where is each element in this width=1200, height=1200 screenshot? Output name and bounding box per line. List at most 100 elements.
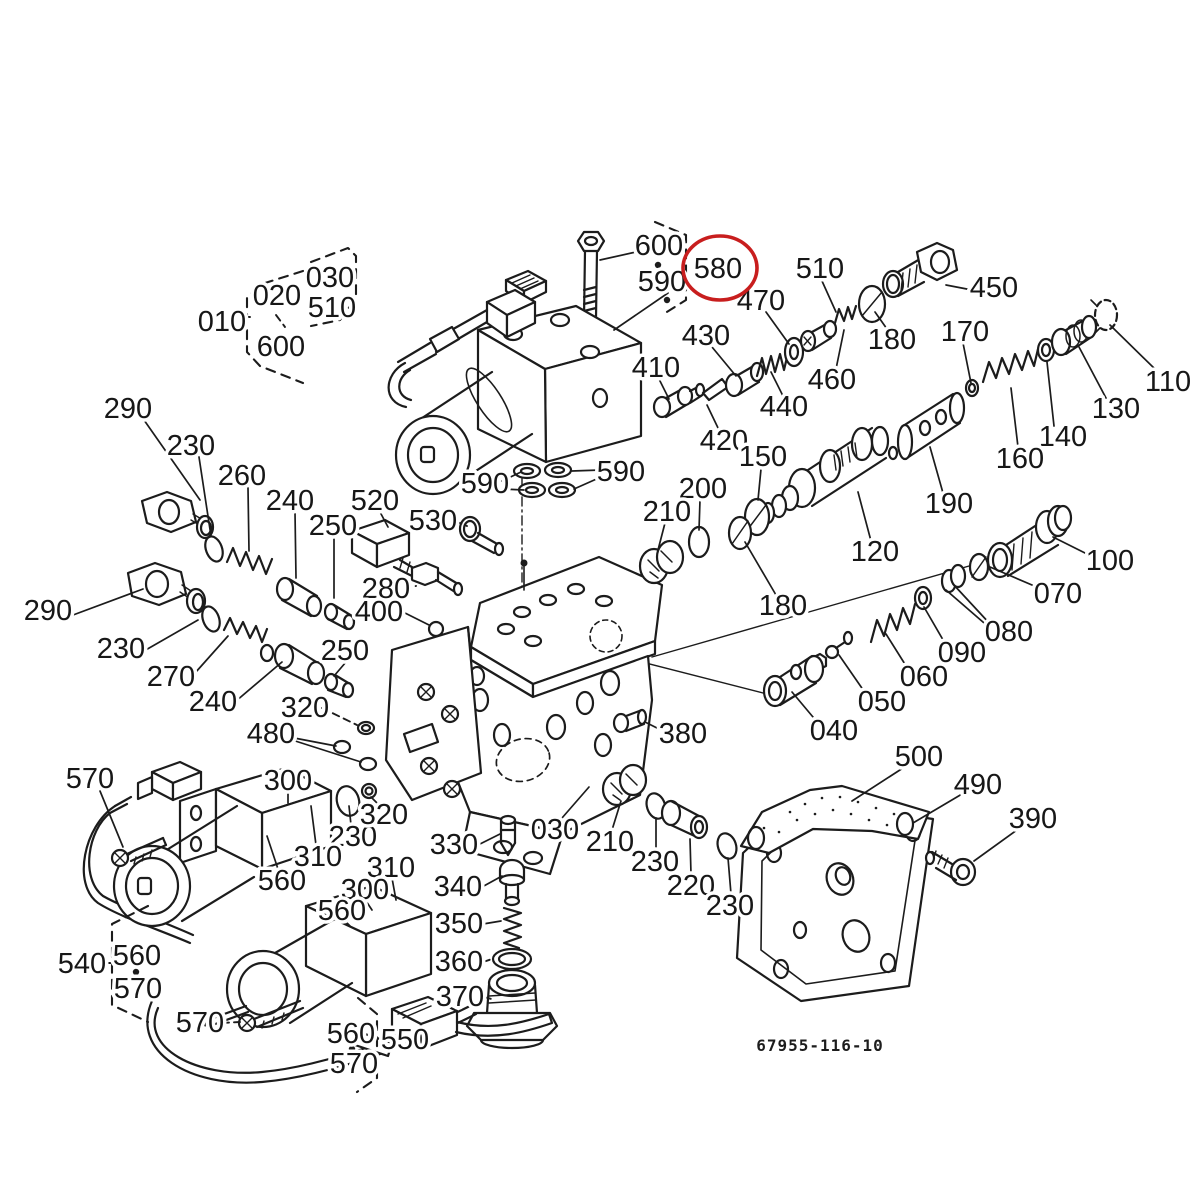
leader-line [923, 606, 947, 646]
part-label: 500 [895, 741, 943, 773]
leader-line [929, 446, 944, 494]
cartridge-chain-upper-shape [652, 241, 959, 419]
part-label: 340 [434, 871, 482, 903]
plug-column-shape [465, 814, 559, 1050]
leader-line [698, 499, 701, 531]
leader-line [143, 419, 201, 501]
part-label: 600 [257, 331, 305, 363]
part-label: 210 [643, 496, 691, 528]
part-label: 130 [1092, 393, 1140, 425]
leader-line [571, 469, 602, 472]
gasket-stipple [762, 795, 896, 834]
leader-line [348, 805, 352, 826]
group-bracket [653, 220, 688, 317]
leader-line [821, 280, 837, 313]
part-label: 210 [586, 826, 634, 858]
part-label: 290 [104, 393, 152, 425]
part-label: 200 [679, 473, 727, 505]
leader-line [857, 491, 872, 542]
leader-line [973, 829, 1018, 862]
part-label: 330 [430, 829, 478, 861]
leader-line [1010, 387, 1019, 448]
part-label: 030 [531, 814, 579, 846]
leader-line [711, 346, 737, 377]
part-label: 590 [638, 266, 686, 298]
dashed-leader-line [483, 996, 496, 1001]
leader-line [288, 736, 337, 747]
leader-line [344, 920, 351, 927]
part-label: 030 [306, 262, 354, 294]
part-label: 040 [810, 715, 858, 747]
main-valve-body-shape [384, 555, 664, 876]
part-label: 590 [597, 456, 645, 488]
part-label: 350 [435, 908, 483, 940]
part-label: 310 [367, 852, 415, 884]
part-label: 390 [1009, 803, 1057, 835]
part-label: 480 [247, 718, 295, 750]
leader-line [186, 635, 229, 683]
dashed-leader-line [454, 520, 468, 527]
part-label: 290 [24, 595, 72, 627]
leader-lines [64, 251, 1158, 1041]
part-label: 270 [147, 661, 195, 693]
part-label: 120 [851, 536, 899, 568]
part-label: 280 [362, 573, 410, 605]
leader-line [599, 251, 637, 261]
dashed-leader-line [221, 1021, 241, 1024]
leader-line [247, 487, 250, 552]
leader-line [744, 541, 777, 596]
part-label: 320 [281, 692, 329, 724]
group-bracket [309, 246, 358, 328]
screw-shape [576, 230, 606, 325]
dashed-leader-line [275, 314, 286, 328]
part-label: 560 [327, 1018, 375, 1050]
o-ring-set-shape [512, 461, 577, 499]
leader-line [945, 284, 973, 291]
leader-line [136, 619, 199, 656]
leader-dot [654, 261, 662, 269]
part-label: 450 [970, 272, 1018, 304]
leader-line [398, 609, 430, 626]
solenoid-can-shape [394, 367, 534, 496]
part-label: 530 [409, 505, 457, 537]
part-label: 090 [938, 637, 986, 669]
leader-line [962, 342, 972, 384]
part-label: 020 [253, 280, 301, 312]
part-label: 580 [694, 253, 742, 285]
left-chain-lower-shape [126, 561, 355, 699]
leader-line [1109, 324, 1158, 372]
part-label: 160 [996, 443, 1044, 475]
part-label: 320 [360, 799, 408, 831]
leader-line [727, 857, 732, 895]
part-label: 560 [113, 940, 161, 972]
leader-line [310, 805, 317, 846]
part-label: 380 [659, 718, 707, 750]
dashed-leader-line [403, 585, 417, 590]
part-label: 010 [198, 306, 246, 338]
leader-line [658, 378, 670, 400]
part-label: 250 [309, 510, 357, 542]
part-label: 050 [858, 686, 906, 718]
part-label: 170 [941, 316, 989, 348]
spool-chain-shape [638, 391, 966, 585]
part-label: 190 [925, 488, 973, 520]
leader-line [885, 633, 909, 670]
part-label: 490 [954, 769, 1002, 801]
part-label: 560 [318, 895, 366, 927]
part-label: 510 [308, 292, 356, 324]
left-chain-upper-shape [140, 490, 505, 638]
leader-line [689, 838, 692, 875]
parts-artwork [82, 230, 1119, 1084]
part-label: 240 [266, 485, 314, 517]
highlight-layer [681, 234, 759, 302]
part-label: 550 [381, 1024, 429, 1056]
dashed-leader-line [321, 707, 358, 726]
cartridge-chain-right-shape [964, 298, 1119, 398]
part-label: 420 [700, 425, 748, 457]
leader-line [765, 311, 790, 345]
leader-line [561, 786, 590, 819]
leader-line [333, 661, 347, 677]
highlighted-part-circle [681, 234, 759, 302]
